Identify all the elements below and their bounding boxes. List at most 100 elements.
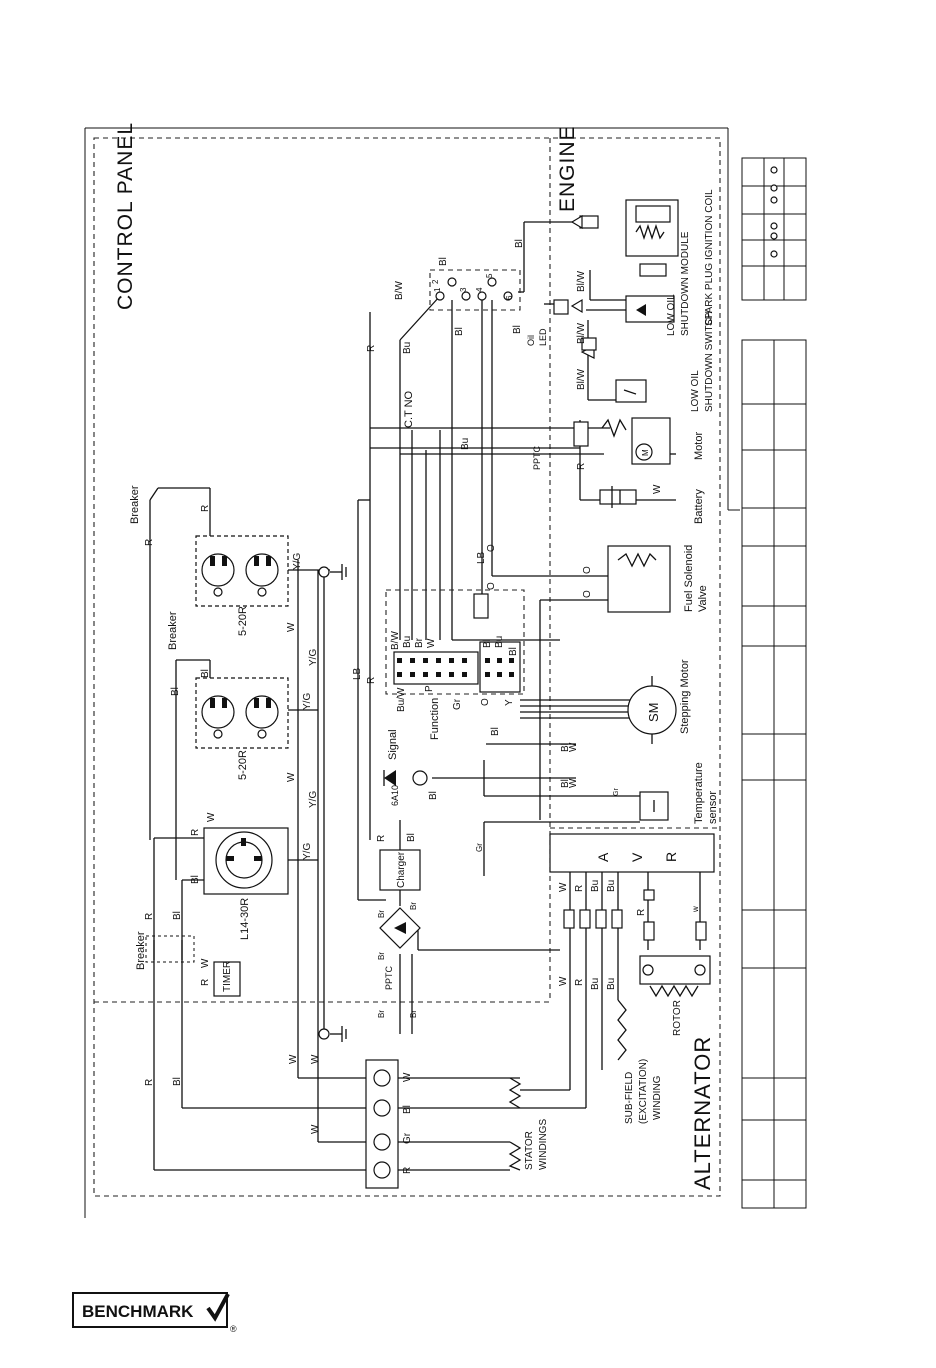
wire-code: Bl (508, 647, 519, 656)
wire-code: Bl (190, 875, 201, 884)
outlet-label-top: 5-20R (237, 606, 249, 636)
wire-code: Br (409, 1010, 418, 1018)
wire-code: R (636, 909, 647, 916)
wire-code: W (286, 622, 297, 632)
subfield-winding (617, 999, 627, 1061)
wire-code: Bl (454, 327, 465, 336)
wire-code: Bu (590, 978, 601, 990)
subfield-label-3: WINDING (652, 1075, 663, 1120)
wire-code: w (691, 906, 700, 913)
stator-label-1: STATOR (524, 1131, 535, 1170)
outlet-label-l14: L14-30R (239, 898, 251, 940)
wires (149, 221, 701, 1171)
terminal-2: 2 (431, 279, 440, 284)
motor-m-label: M (641, 449, 650, 456)
wire-code: Gr (402, 1132, 413, 1144)
stepping-motor (627, 676, 677, 744)
wire-code: Bl (482, 639, 493, 648)
wire-code: Br (377, 952, 386, 960)
wire-code: Bl (490, 727, 501, 736)
wire-code: Bu (606, 880, 617, 892)
wire-code: Bl (560, 779, 571, 788)
outlet-520r-top (195, 535, 289, 607)
wire-code: Gr (475, 843, 484, 852)
wire-code: Y/G (292, 553, 303, 570)
bridge-rectifier (379, 907, 421, 949)
wire-code: R (574, 885, 585, 892)
oil-led-label-1: Oil (526, 335, 536, 346)
wire-code: Br (377, 910, 386, 918)
wire-code: Y (504, 699, 515, 706)
oil-module-label-2: SHUTDOWN MODULE (680, 231, 691, 336)
ignition-coil (570, 199, 679, 277)
control-board (385, 589, 525, 695)
breaker-label-bottom: Breaker (135, 931, 147, 970)
low-oil-module (553, 295, 675, 323)
wire-code: W (288, 1054, 299, 1064)
starter-motor (573, 417, 671, 465)
wire-code: B/W (390, 631, 401, 650)
outlet-520r-middle (195, 677, 289, 749)
control-panel-title: CONTROL PANEL (114, 122, 137, 310)
timer-box (213, 961, 241, 997)
function-label: Function (429, 698, 441, 740)
outlet-label-middle: 5-20R (237, 750, 249, 780)
rotor-label: ROTOR (672, 1000, 683, 1036)
breaker-main (145, 935, 195, 963)
battery-label: Battery (693, 489, 705, 524)
wire-code: O (582, 590, 593, 598)
wire-code: W (310, 1124, 321, 1134)
wire-code-labels: R R Bl Bl Y/G Y/G Y/G Y/G Y/G W W R W Bl… (144, 239, 700, 1174)
wire-code: W (568, 742, 579, 752)
signal-label: Signal (387, 729, 399, 760)
temp-sensor-label-1: Temperature (693, 762, 705, 824)
wire-code: Bl (406, 833, 417, 842)
diode-label: 6A10 (390, 785, 400, 806)
wire-code: Bl (560, 743, 571, 752)
fuel-valve-label-1: Fuel Solenoid (683, 545, 695, 612)
battery-symbol (599, 486, 637, 508)
wire-code: R (402, 1167, 413, 1174)
wire-code: Bl (170, 687, 181, 696)
legend-table-bottom (741, 339, 807, 1209)
wire-code: Y/G (302, 843, 313, 860)
wire-code: R (144, 1079, 155, 1086)
charger-box (379, 849, 421, 891)
wire-code: R (144, 539, 155, 546)
spark-plug-label: SPARK PLUG (704, 263, 715, 326)
wire-code: O (582, 566, 593, 574)
ignition-coil-label: IGNITION COIL (704, 189, 715, 260)
wire-code: W (568, 778, 579, 788)
wire-code: Gr (613, 788, 620, 796)
wire-code: R (200, 505, 211, 512)
lb-label-2: LB (476, 551, 487, 564)
wire-code: Bl (172, 1077, 183, 1086)
avr-a-label: A (595, 852, 611, 862)
wire-code: Bl/W (576, 322, 587, 344)
stator-windings (508, 1077, 522, 1171)
terminal-4: 4 (475, 287, 484, 292)
oil-switch-label-1: LOW OIL (690, 370, 701, 412)
wire-code: W (286, 772, 297, 782)
wire-code: Bu/W (396, 687, 407, 712)
wire-code: W (402, 1072, 413, 1082)
wire-code: W (310, 1054, 321, 1064)
wire-code: W (426, 638, 437, 648)
wire-code: Bl (428, 791, 439, 800)
oil-switch-label-2: SHUTDOWN SWITCH (704, 311, 715, 412)
wire-code: O (480, 698, 491, 706)
brand-registered-mark: ® (230, 1324, 237, 1334)
output-terminal-block (365, 1059, 399, 1189)
terminal-6: 6 (505, 295, 514, 300)
wire-code: Bl (172, 911, 183, 920)
breaker-label-mid: Breaker (167, 611, 179, 650)
fuel-valve-label-2: Valve (697, 585, 709, 612)
charger-label: Charger (396, 851, 407, 888)
wire-code: R (576, 463, 587, 470)
ct-no-label: C.T NO (403, 390, 415, 428)
wire-code: Bl (438, 257, 449, 266)
wire-code: Bu (590, 880, 601, 892)
wire-code: P (424, 685, 435, 692)
motor-label: Motor (693, 432, 705, 460)
